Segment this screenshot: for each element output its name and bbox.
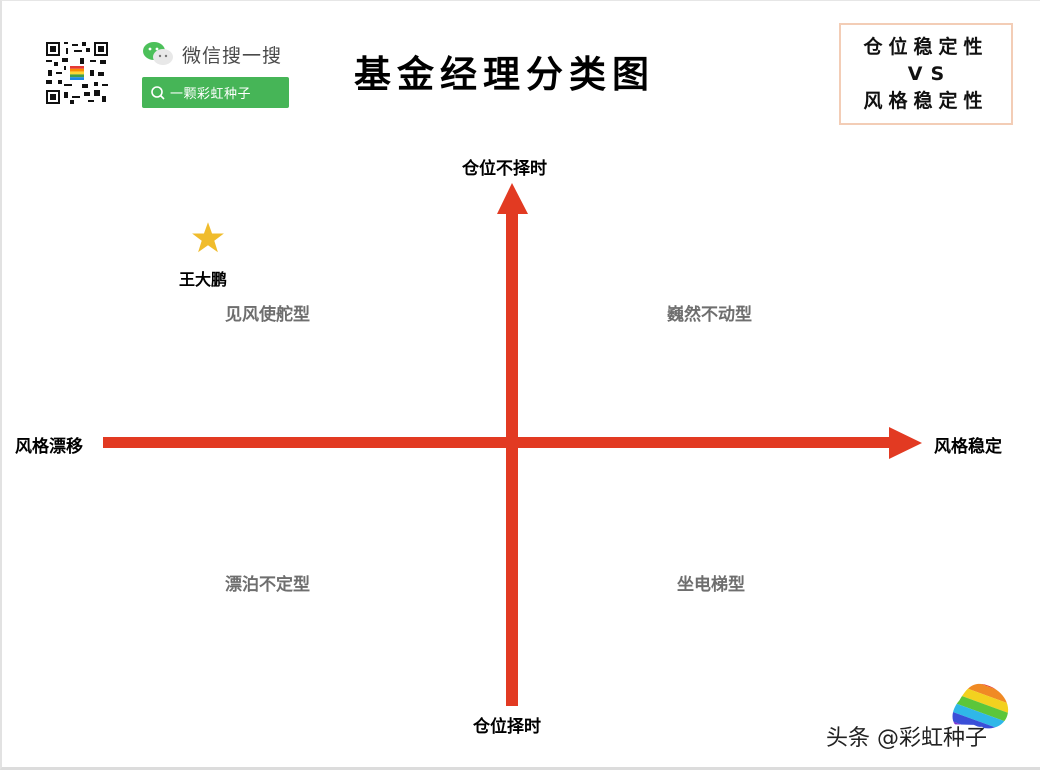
search-icon xyxy=(151,85,165,100)
axis-label-right: 风格稳定 xyxy=(934,437,1002,457)
wechat-search-box[interactable]: 一颗彩虹种子 xyxy=(142,77,289,108)
marker-label: 王大鹏 xyxy=(179,270,228,289)
wechat-search-label: 微信搜一搜 xyxy=(182,44,283,67)
quadrant-bottom-left: 漂泊不定型 xyxy=(225,575,310,595)
page-title: 基金经理分类图 xyxy=(354,53,655,96)
vs-line-vs: VS xyxy=(907,62,953,85)
horizontal-arrow xyxy=(103,427,922,459)
watermark: 头条 @彩虹种子 xyxy=(826,726,987,751)
vertical-arrow xyxy=(497,183,528,706)
vs-line-position: 仓位稳定性 xyxy=(863,35,989,58)
axis-label-left: 风格漂移 xyxy=(15,437,83,457)
quadrant-top-left: 见风使舵型 xyxy=(225,305,310,325)
qr-code-icon xyxy=(46,42,108,104)
quadrant-bottom-right: 坐电梯型 xyxy=(677,575,745,595)
wechat-icon xyxy=(143,42,173,65)
vs-legend-box: 仓位稳定性 VS 风格稳定性 xyxy=(839,23,1013,125)
search-term: 一颗彩虹种子 xyxy=(170,87,252,102)
vs-line-style: 风格稳定性 xyxy=(863,89,989,112)
star-icon xyxy=(192,222,224,253)
axis-label-bottom: 仓位择时 xyxy=(473,717,541,737)
wechat-search-brand: 微信搜一搜 xyxy=(142,40,282,68)
rainbow-seed-logo-icon xyxy=(950,682,1010,734)
axis-label-top: 仓位不择时 xyxy=(462,159,547,179)
quadrant-top-right: 巍然不动型 xyxy=(667,305,752,325)
